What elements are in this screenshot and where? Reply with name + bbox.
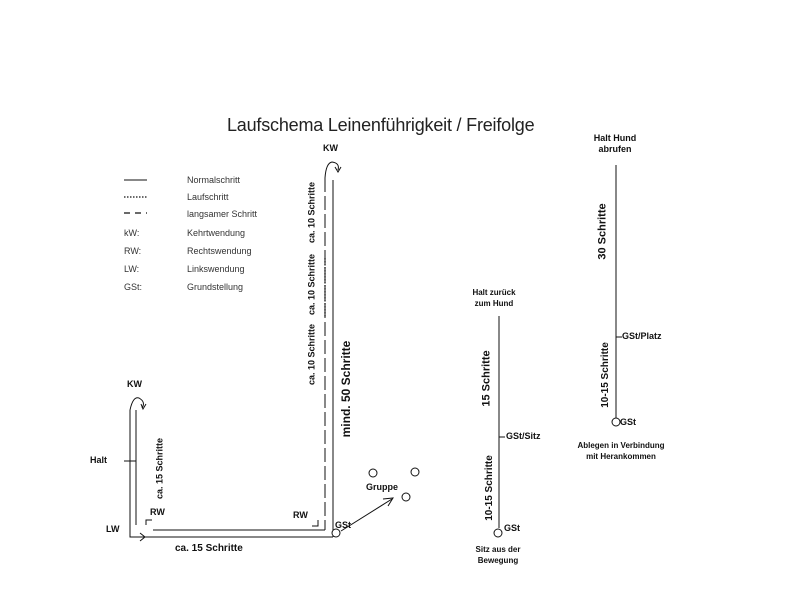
label-kw-left: KW <box>127 379 142 389</box>
arrow-to-group-head <box>382 497 394 507</box>
legend-symbol-kw: kW: <box>124 228 140 238</box>
label-ablegen-line1: Ablegen in Verbindung <box>577 441 665 450</box>
label-ablegen: Ablegen in Verbindung mit Herankommen <box>566 440 676 462</box>
label-ca15-bottom: ca. 15 Schritte <box>175 543 243 554</box>
label-rw-left: RW <box>150 507 165 517</box>
label-1015-route2: 10-15 Schritte <box>484 455 495 521</box>
legend-symbol-gst: GSt: <box>124 282 143 292</box>
label-1015-route3: 10-15 Schritte <box>600 342 611 408</box>
rw-left-arrow <box>145 519 152 525</box>
label-halt: Halt <box>90 455 108 465</box>
top-kw-arrowhead <box>334 166 342 173</box>
label-30-schritte: 30 Schritte <box>596 203 609 260</box>
label-halt-hund-abrufen-line1: Halt Hund <box>593 133 637 143</box>
diagram-title: Laufschema Leinenführigkeit / Freifolge <box>227 115 535 135</box>
label-halt-hund-abrufen: Halt Hund abrufen <box>575 133 655 155</box>
gst-circle-route1 <box>331 528 341 538</box>
legend-text-grundstellung: Grundstellung <box>187 282 244 292</box>
route3-gst-circle <box>611 417 621 427</box>
label-gruppe: Gruppe <box>366 482 399 492</box>
label-gst-route3: GSt <box>620 417 637 427</box>
label-ca15-vertical: ca. 15 Schritte <box>154 437 165 500</box>
group-person-2 <box>410 467 420 477</box>
rw-right-corner <box>312 520 319 527</box>
label-gst-sitz: GSt/Sitz <box>506 431 541 441</box>
legend-text-linkswendung: Linkswendung <box>187 264 245 274</box>
label-gst-route1: GSt <box>335 520 352 530</box>
label-15-schritte-route2: 15 Schritte <box>480 350 493 407</box>
legend-text-langsamer-schritt: langsamer Schritt <box>187 209 258 219</box>
arrow-to-group <box>340 498 393 532</box>
group-person-1 <box>368 468 378 478</box>
top-kw-turn-arc <box>324 161 339 179</box>
label-sitz-aus-der-bewegung-line2: Bewegung <box>477 556 519 565</box>
group-person-3 <box>401 492 411 502</box>
legend-text-kehrtwendung: Kehrtwendung <box>187 228 246 238</box>
label-halt-zurueck-line2: zum Hund <box>474 299 514 308</box>
left-kw-turn-arc <box>129 397 144 411</box>
label-rw-right: RW <box>293 510 308 520</box>
label-halt-zurueck-line1: Halt zurück <box>472 288 516 297</box>
lw-corner-arrow <box>129 530 144 538</box>
legend-text-rechtswendung: Rechtswendung <box>187 246 252 256</box>
label-gst-platz: GSt/Platz <box>622 331 662 341</box>
legend-symbol-rw: RW: <box>124 246 142 256</box>
label-sitz-aus-der-bewegung-line1: Sitz aus der <box>475 545 521 554</box>
label-halt-zurueck: Halt zurück zum Hund <box>459 287 529 309</box>
left-kw-arrowhead <box>140 403 147 411</box>
legend-symbol-lw: LW: <box>124 264 140 274</box>
label-ablegen-line2: mit Herankommen <box>586 452 656 461</box>
legend-text-laufschritt: Laufschritt <box>187 192 229 202</box>
legend-text-normalschritt: Normalschritt <box>187 175 241 185</box>
route2-gst-circle <box>493 528 503 538</box>
label-lw: LW <box>106 524 120 534</box>
label-sitz-aus-der-bewegung: Sitz aus der Bewegung <box>458 544 538 566</box>
label-halt-hund-abrufen-line2: abrufen <box>598 144 632 154</box>
label-kw-top: KW <box>323 143 338 153</box>
label-mind50: mind. 50 Schritte <box>339 340 353 438</box>
label-ca10-lower: ca. 10 Schritte <box>306 323 317 386</box>
label-gst-route2: GSt <box>504 523 521 533</box>
